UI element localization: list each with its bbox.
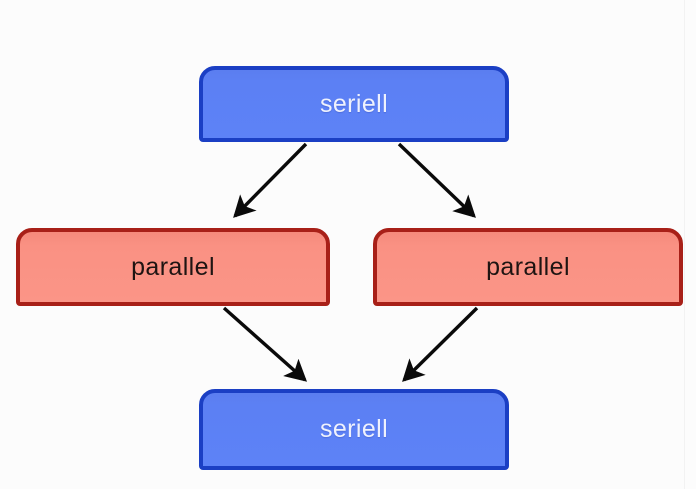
node-seriell-top[interactable]: seriell xyxy=(199,66,509,142)
node-label: seriell xyxy=(319,89,389,118)
node-seriell-bottom[interactable]: seriell xyxy=(199,389,509,470)
edge-right-to-bottom xyxy=(402,306,479,382)
node-label: parallel xyxy=(486,252,570,281)
node-parallel-left[interactable]: parallel xyxy=(16,228,330,306)
edge-left-to-bottom xyxy=(222,306,308,382)
canvas-edge-seam xyxy=(684,0,685,489)
node-label: seriell xyxy=(319,415,389,443)
edge-top-to-right xyxy=(397,142,476,218)
edge-top-to-left xyxy=(233,142,308,218)
node-label: parallel xyxy=(131,252,215,281)
node-parallel-right[interactable]: parallel xyxy=(373,228,683,306)
